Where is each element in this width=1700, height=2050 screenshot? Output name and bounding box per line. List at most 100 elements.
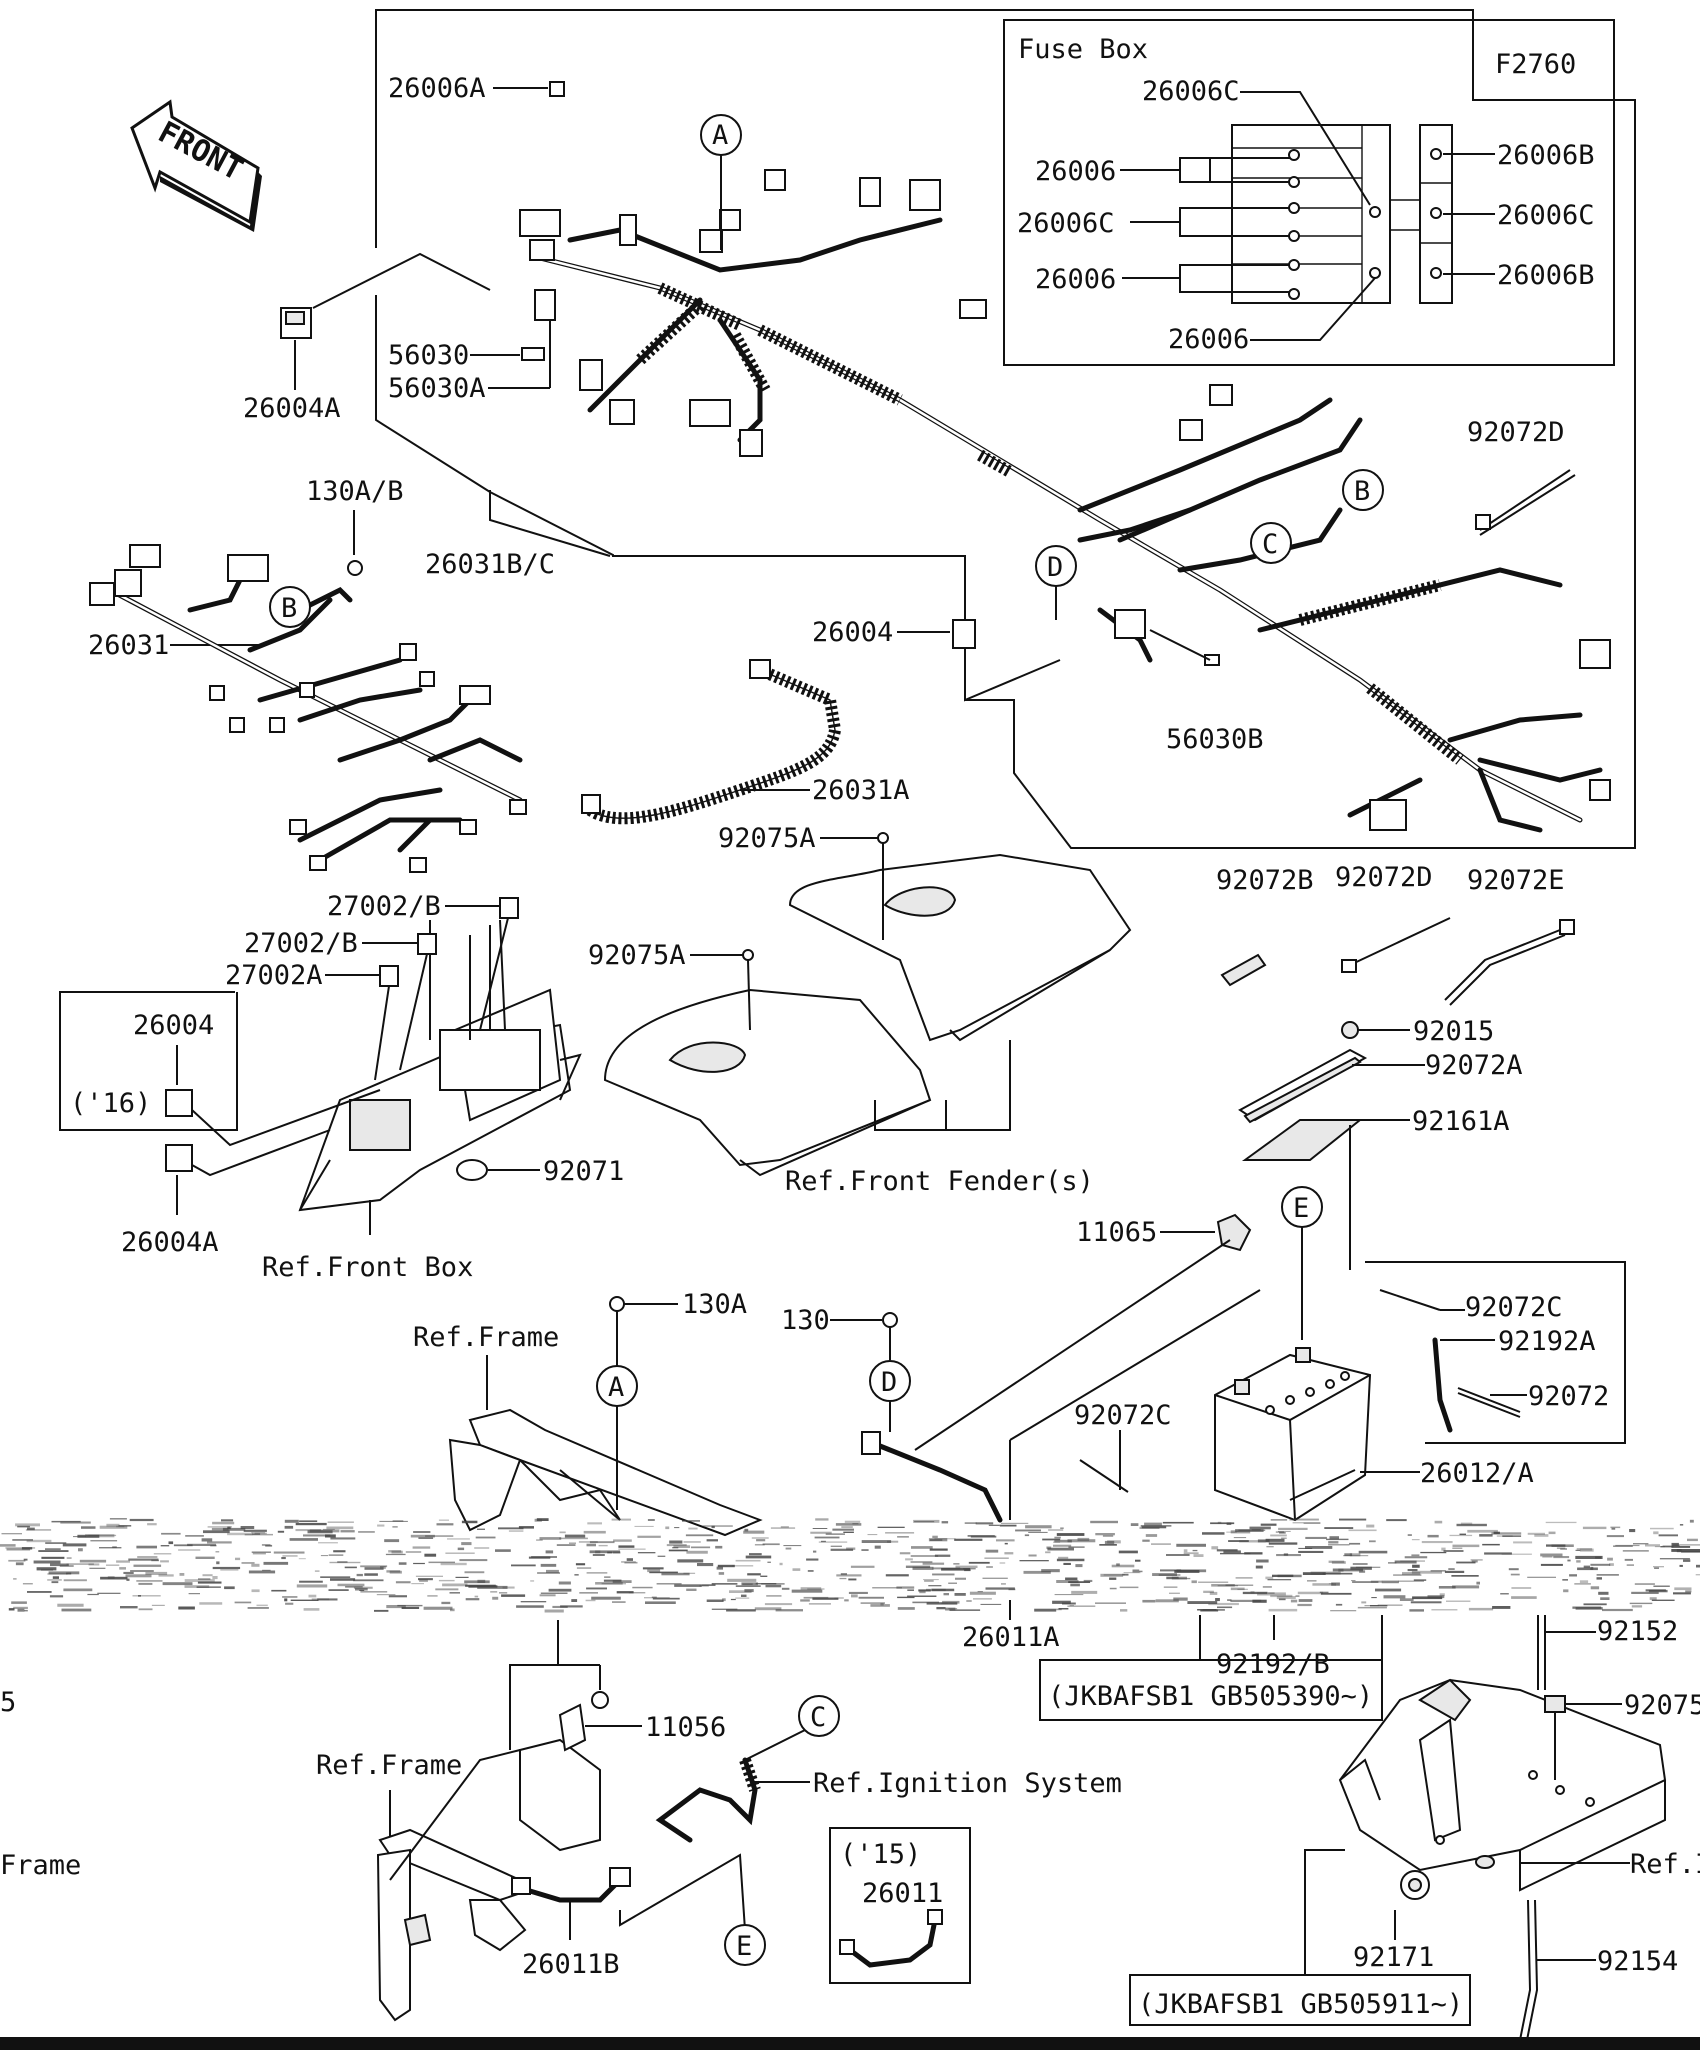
noise-speck: [1467, 1529, 1498, 1533]
noise-speck: [52, 1576, 59, 1579]
label-27002b-mid: 27002/B: [244, 928, 358, 959]
noise-speck: [1344, 1553, 1353, 1557]
noise-speck: [1501, 1553, 1532, 1555]
noise-speck: [966, 1600, 972, 1602]
noise-speck: [1056, 1608, 1062, 1611]
noise-speck: [162, 1582, 193, 1586]
noise-speck: [1123, 1572, 1141, 1574]
noise-speck: [224, 1586, 235, 1590]
noise-speck: [1511, 1596, 1537, 1599]
noise-speck: [585, 1599, 596, 1602]
part-26004-middle: 26004: [812, 617, 1061, 702]
noise-speck: [1130, 1523, 1139, 1526]
noise-speck: [907, 1595, 937, 1597]
noise-speck: [1658, 1534, 1678, 1537]
label-92161a: 92161A: [1412, 1106, 1510, 1137]
noise-speck: [36, 1567, 57, 1571]
noise-speck: [66, 1563, 94, 1565]
noise-speck: [1239, 1540, 1266, 1543]
noise-speck: [8, 1559, 26, 1562]
noise-speck: [706, 1539, 718, 1542]
noise-speck: [212, 1576, 218, 1580]
noise-speck: [1328, 1541, 1339, 1544]
noise-speck: [1449, 1534, 1473, 1537]
noise-speck: [1582, 1526, 1607, 1530]
label-ref-frame-top: Ref.Frame: [413, 1322, 559, 1353]
noise-speck: [1352, 1563, 1368, 1565]
noise-speck: [1456, 1523, 1487, 1527]
fuse-label-26006-c: 26006: [1168, 324, 1249, 355]
noise-speck: [1590, 1563, 1611, 1566]
label-92015: 92015: [1413, 1016, 1494, 1047]
noise-speck: [1629, 1602, 1653, 1605]
part-130-and-d-cable: 130 D: [781, 1239, 1261, 1523]
noise-speck: [791, 1589, 823, 1593]
noise-speck: [1671, 1542, 1679, 1546]
noise-speck: [153, 1553, 172, 1555]
noise-speck: [1683, 1559, 1691, 1562]
noise-speck: [649, 1571, 678, 1574]
callout-e-bottom-letter: E: [736, 1931, 752, 1962]
noise-speck: [1303, 1522, 1321, 1524]
noise-speck: [203, 1530, 230, 1534]
label-frame-left-edge: Frame: [0, 1850, 81, 1881]
noise-speck: [973, 1598, 992, 1600]
callout-a-top: A: [700, 114, 742, 250]
callout-a-bottom-letter: A: [608, 1372, 624, 1403]
noise-speck: [1054, 1539, 1072, 1543]
noise-speck: [923, 1579, 939, 1581]
noise-speck: [899, 1552, 911, 1555]
ignition-cable: C Ref.Ignition System E: [511, 1695, 1122, 1966]
noise-speck: [1348, 1529, 1377, 1532]
noise-speck: [1411, 1570, 1442, 1574]
noise-speck: [839, 1577, 847, 1580]
noise-speck: [1412, 1596, 1443, 1600]
noise-speck: [508, 1530, 524, 1532]
main-wire-harness: [537, 217, 1603, 833]
callouts-right-harness: B C D: [1035, 469, 1384, 620]
noise-speck: [1210, 1522, 1235, 1525]
noise-speck: [364, 1567, 384, 1570]
noise-speck: [1265, 1576, 1274, 1580]
noise-speck: [632, 1586, 653, 1589]
noise-speck: [1197, 1609, 1217, 1611]
noise-speck: [254, 1532, 267, 1535]
noise-speck: [616, 1591, 634, 1594]
noise-speck: [227, 1532, 253, 1536]
noise-speck: [1451, 1575, 1479, 1577]
noise-speck: [33, 1560, 61, 1564]
label-26031: 26031: [88, 630, 169, 661]
noise-speck: [63, 1579, 87, 1582]
noise-speck: [1111, 1564, 1135, 1568]
noise-speck: [418, 1578, 433, 1581]
noise-speck: [812, 1597, 839, 1600]
noise-speck: [1560, 1548, 1567, 1550]
noise-speck: [1217, 1521, 1222, 1524]
label-92072e: 92072E: [1467, 865, 1565, 896]
noise-speck: [133, 1564, 162, 1567]
noise-speck: [1173, 1597, 1188, 1601]
noise-speck: [754, 1544, 765, 1546]
main-harness-enclosure: [375, 9, 1636, 849]
figure-code: F2760: [1495, 49, 1576, 80]
noise-speck: [11, 1601, 27, 1604]
noise-speck: [1275, 1531, 1285, 1533]
noise-speck: [435, 1588, 459, 1591]
noise-speck: [701, 1584, 716, 1586]
noise-speck: [1359, 1570, 1366, 1573]
noise-speck: [1331, 1561, 1346, 1564]
noise-speck: [22, 1583, 33, 1585]
noise-speck: [1045, 1551, 1051, 1554]
noise-speck: [1056, 1558, 1085, 1562]
fuse-label-26006c-right: 26006C: [1497, 200, 1595, 231]
noise-speck: [1191, 1580, 1197, 1584]
noise-speck: [669, 1540, 683, 1544]
noise-speck: [12, 1539, 34, 1541]
noise-speck: [1270, 1519, 1288, 1521]
noise-speck: [1452, 1585, 1480, 1589]
noise-speck: [1270, 1534, 1287, 1537]
noise-speck: [1357, 1606, 1387, 1609]
noise-speck: [1183, 1552, 1199, 1555]
noise-speck: [843, 1531, 854, 1533]
noise-speck: [299, 1520, 318, 1522]
